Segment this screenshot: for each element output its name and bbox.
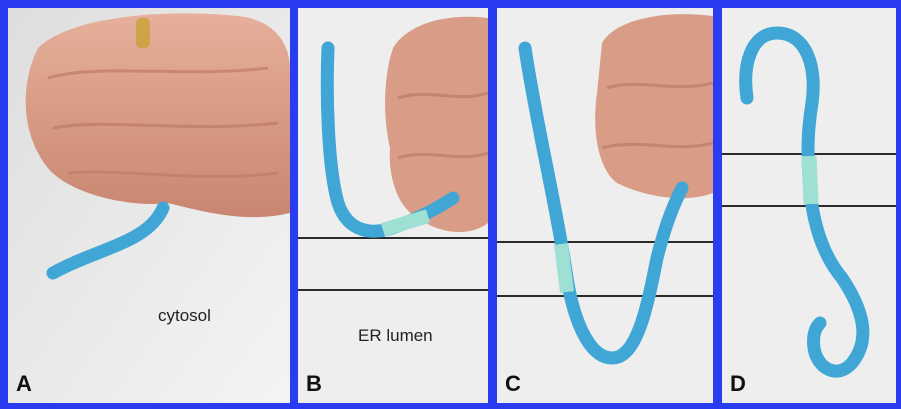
region-label-er-lumen: ER lumen <box>358 326 433 346</box>
panel-c-photo <box>497 8 713 403</box>
panel-d: D <box>722 8 896 403</box>
panel-b: ER lumen B <box>298 8 488 403</box>
tube-segment <box>809 156 811 204</box>
hand-shape <box>385 17 488 232</box>
tube-segment <box>561 244 567 292</box>
hand-shape <box>595 14 713 198</box>
panel-letter-a: A <box>16 371 32 397</box>
panel-letter-b: B <box>306 371 322 397</box>
panel-a-photo <box>8 8 290 403</box>
panel-a: cytosol A <box>8 8 290 403</box>
region-label-cytosol: cytosol <box>158 306 211 326</box>
panel-letter-c: C <box>505 371 521 397</box>
panel-letter-d: D <box>730 371 746 397</box>
panel-c: C <box>497 8 713 403</box>
panel-d-photo <box>722 8 896 403</box>
